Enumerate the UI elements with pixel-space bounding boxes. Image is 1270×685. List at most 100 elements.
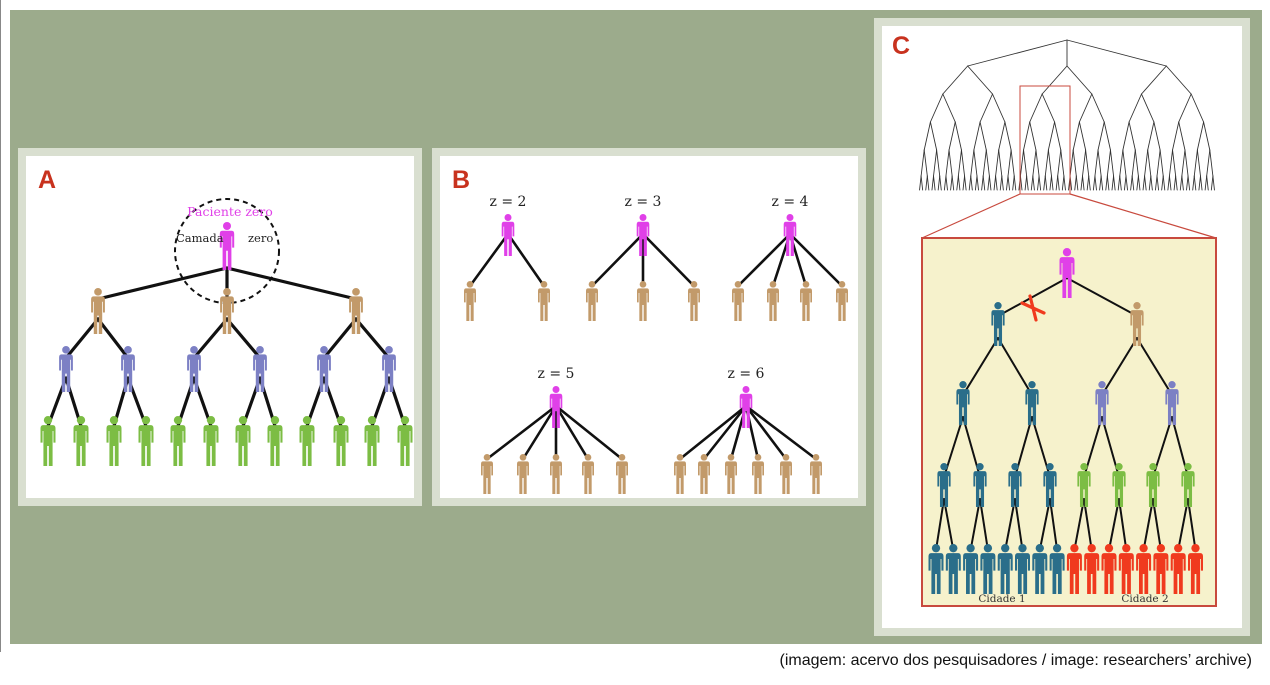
- overview-tree-line: [974, 175, 978, 191]
- person-layer2-icon: [59, 346, 73, 392]
- overview-tree-line: [1026, 175, 1029, 191]
- overview-tree-line: [1094, 149, 1099, 177]
- panel-c-tree: Cidade 1 Cidade 2: [919, 39, 1217, 607]
- overview-tree-line: [1085, 149, 1090, 177]
- overview-tree-line: [1044, 149, 1049, 177]
- overview-tree-line: [1128, 93, 1142, 123]
- overview-tree-line: [1196, 149, 1201, 177]
- person-layer3-icon: [364, 416, 380, 466]
- person-level4-icon: [1136, 544, 1152, 594]
- connection-line: [641, 232, 696, 288]
- connection-line: [1187, 498, 1197, 551]
- overview-tree-line: [1175, 175, 1178, 191]
- overview-tree-line: [995, 149, 1000, 177]
- person-level3-icon: [1008, 463, 1022, 507]
- person-level4-icon: [1084, 544, 1100, 594]
- overview-tree-line: [1082, 149, 1087, 177]
- overview-tree-line: [979, 121, 987, 151]
- overview-tree-line: [954, 121, 962, 151]
- person-level4-icon: [1153, 544, 1169, 594]
- person-level2-icon: [1095, 381, 1109, 425]
- overview-tree-line: [1119, 149, 1124, 177]
- overview-tree-line: [1128, 121, 1136, 151]
- city-1-label: Cidade 1: [978, 593, 1025, 605]
- city-2-label: Cidade 2: [1121, 593, 1168, 605]
- person-level4-icon: [928, 544, 944, 594]
- overview-tree-line: [1113, 175, 1116, 191]
- overview-tree-line: [1001, 175, 1004, 191]
- contact-person-icon: [464, 281, 476, 321]
- overview-tree-line: [939, 175, 942, 191]
- person-level4-icon: [963, 544, 979, 594]
- connection-line: [506, 232, 546, 288]
- overview-tree-line: [998, 149, 1003, 177]
- contact-person-icon: [538, 281, 550, 321]
- person-level4-icon: [1015, 544, 1030, 594]
- overview-tree-line: [1184, 149, 1189, 177]
- overview-tree-line: [998, 121, 1006, 151]
- person-layer3-icon: [138, 416, 154, 466]
- overview-tree-line: [970, 149, 975, 177]
- connection-line: [96, 317, 130, 360]
- person-level1-icon: [1130, 302, 1144, 346]
- z-label: z = 2: [490, 194, 527, 210]
- person-layer3-icon: [267, 416, 283, 466]
- connection-line: [1004, 498, 1016, 551]
- overview-tree-line: [942, 65, 969, 95]
- camada-label: Camada: [176, 231, 224, 245]
- connection-line: [225, 266, 358, 301]
- overview-tree-line: [1150, 175, 1153, 191]
- overview-tree-line: [936, 149, 941, 177]
- overview-tree-line: [1210, 175, 1214, 191]
- overview-tree-line: [1063, 175, 1066, 191]
- person-layer2-icon: [121, 346, 135, 392]
- overview-tree-line: [1044, 175, 1048, 191]
- contact-person-icon: [725, 454, 737, 494]
- panel-c: C Cidade 1 Cidade 2: [874, 18, 1250, 636]
- person-layer1-icon: [91, 288, 105, 334]
- contact-person-icon: [550, 454, 562, 494]
- connection-line: [521, 404, 558, 461]
- z-label: z = 6: [728, 366, 765, 382]
- overview-tree-line: [962, 175, 966, 191]
- overview-tree-line: [1187, 175, 1191, 191]
- overview-tree-line: [1010, 149, 1015, 177]
- overview-tree-line: [1019, 175, 1023, 191]
- contact-person-icon: [732, 281, 744, 321]
- connection-line: [225, 317, 262, 360]
- overview-tree-line: [1179, 175, 1183, 191]
- source-person-icon: [1059, 248, 1075, 298]
- overview-tree-line: [1142, 175, 1146, 191]
- overview-tree-line: [1023, 121, 1031, 151]
- overview-tree-line: [957, 149, 962, 177]
- person-layer1-icon: [220, 288, 234, 334]
- overview-tree-line: [961, 149, 966, 177]
- connection-line: [1083, 498, 1093, 551]
- person-level3-icon: [1146, 463, 1160, 507]
- overview-tree-line: [1030, 175, 1034, 191]
- connection-line: [744, 404, 818, 461]
- person-level4-icon: [945, 544, 961, 594]
- person-layer3-icon: [333, 416, 349, 466]
- connection-line: [678, 404, 748, 461]
- overview-tree-line: [967, 65, 993, 95]
- person-level2-icon: [1165, 381, 1179, 425]
- overview-tree-line: [1103, 121, 1111, 151]
- panel-c-letter: C: [892, 32, 911, 60]
- connection-line: [962, 337, 999, 396]
- overview-tree-line: [1097, 149, 1102, 177]
- overview-tree-line: [1111, 175, 1115, 191]
- infected-person-icon: [739, 386, 753, 428]
- overview-tree-line: [1106, 175, 1110, 191]
- connection-line: [590, 232, 645, 288]
- overview-tree-line: [1134, 149, 1139, 177]
- overview-tree-line: [1123, 175, 1127, 191]
- connection-line: [744, 404, 788, 461]
- contact-person-icon: [616, 454, 628, 494]
- overview-tree-line: [1153, 121, 1161, 151]
- overview-tree-line: [1086, 175, 1090, 191]
- overview-tree-line: [1041, 93, 1056, 123]
- overview-tree-line: [976, 175, 979, 191]
- overview-tree-line: [929, 121, 938, 151]
